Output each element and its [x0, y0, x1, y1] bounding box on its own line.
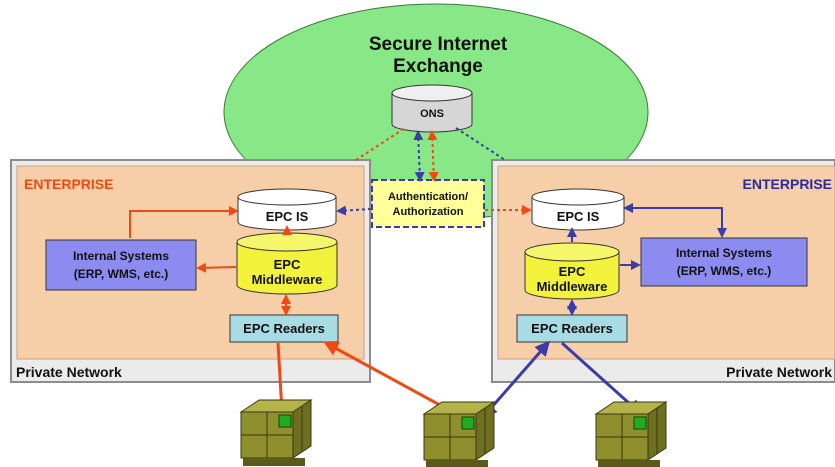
right-epc-is-label: EPC IS	[557, 209, 600, 224]
right-epc-is-database-icon: EPC IS	[531, 188, 625, 231]
right-middleware-line2: Middleware	[537, 279, 608, 294]
ons-database-icon: ONS	[391, 84, 473, 133]
ons-to-auth-connector-red	[427, 130, 439, 182]
left-epc-is-to-internal-arrow	[129, 206, 239, 238]
left-readers-to-center-pallet-arrow	[323, 341, 463, 418]
left-middleware-line2: Middleware	[252, 272, 323, 287]
right-epc-middleware-icon: EPC Middleware	[524, 242, 620, 300]
left-internal-systems-line2: (ERP, WMS, etc.)	[74, 267, 168, 281]
left-internal-systems-line1: Internal Systems	[73, 249, 169, 263]
right-to-ons-connector	[455, 127, 506, 161]
left-epc-readers-label: EPC Readers	[243, 321, 325, 336]
left-private-network-label: Private Network	[16, 364, 122, 380]
ons-label: ONS	[420, 108, 444, 120]
auth-line1: Authentication/	[388, 191, 468, 203]
left-internal-systems-box	[45, 239, 197, 291]
left-middleware-to-internal-arrow	[196, 262, 237, 273]
right-middleware-line1: EPC	[559, 264, 586, 279]
left-enterprise-label: ENTERPRISE	[24, 176, 113, 192]
right-internal-systems-line1: Internal Systems	[676, 246, 772, 260]
rfid-tag-icon	[461, 416, 475, 430]
right-internal-systems-box	[640, 237, 808, 287]
right-private-network-label: Private Network	[726, 364, 832, 380]
right-internal-systems-line2: (ERP, WMS, etc.)	[677, 264, 771, 278]
left-epc-middleware-icon: EPC Middleware	[236, 232, 338, 295]
right-epc-readers-box	[516, 314, 628, 343]
rfid-tag-icon	[633, 416, 647, 430]
right-readers-to-right-pallet-arrow	[560, 341, 643, 416]
left-epc-is-database-icon: EPC IS	[237, 188, 337, 231]
right-pallet-icon	[594, 401, 668, 467]
right-readers-to-center-pallet-arrow	[482, 340, 550, 419]
ons-to-auth-connector-blue	[413, 130, 425, 182]
left-middleware-line1: EPC	[274, 257, 301, 272]
rfid-tag-icon	[278, 414, 292, 428]
exchange-title-line1: Secure Internet	[369, 34, 508, 55]
auth-box	[371, 179, 485, 228]
left-to-ons-connector	[355, 127, 406, 161]
left-pallet-icon	[239, 399, 313, 466]
left-epc-is-label: EPC IS	[266, 209, 309, 224]
right-epc-readers-label: EPC Readers	[531, 321, 613, 336]
auth-line2: Authorization	[393, 206, 464, 218]
center-pallet-icon	[422, 401, 496, 467]
right-epc-is-to-internal-arrow	[623, 203, 727, 238]
left-epc-readers-box	[229, 314, 339, 343]
right-enterprise-label: ENTERPRISE	[743, 176, 832, 192]
exchange-title-line2: Exchange	[393, 56, 483, 77]
